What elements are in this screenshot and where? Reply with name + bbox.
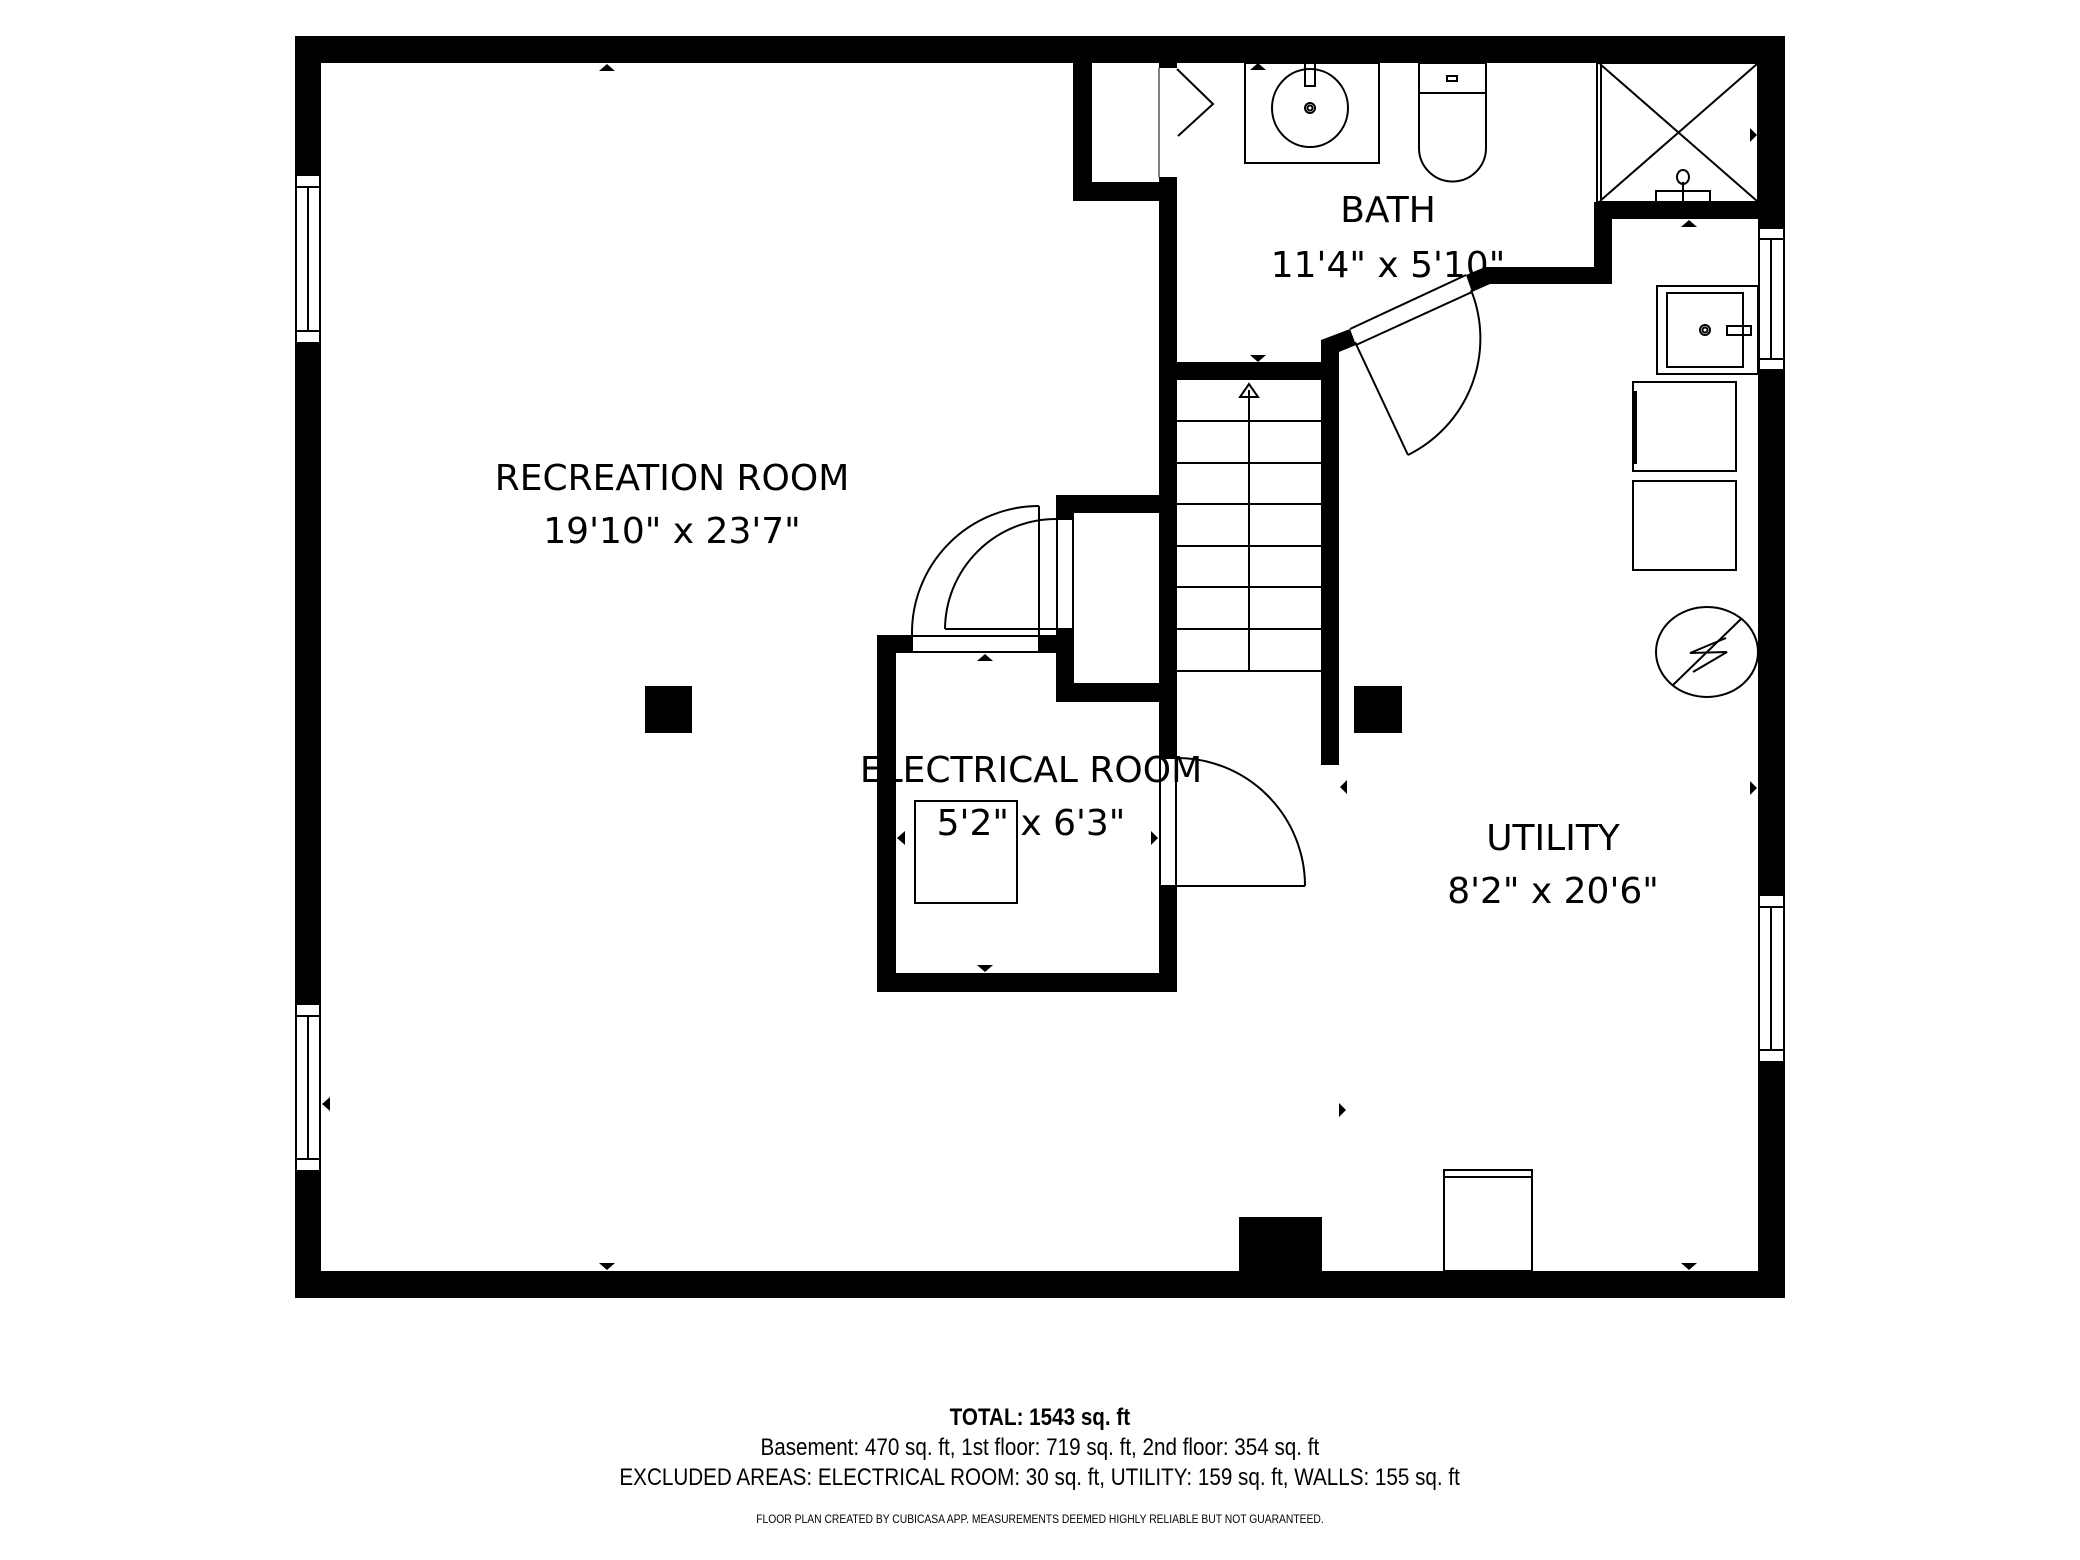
measurement-markers [322, 63, 1757, 1270]
disclaimer: FLOOR PLAN CREATED BY CUBICASA APP. MEAS… [0, 1512, 2080, 1526]
room-name-electrical: ELECTRICAL ROOM [860, 750, 1202, 791]
room-dimensions-recreation: 19'10" x 23'7" [543, 511, 800, 552]
bath-door [1349, 274, 1482, 456]
room-name-recreation: RECREATION ROOM [495, 458, 850, 499]
doors [910, 68, 1482, 887]
room-dimensions-bath: 11'4" x 5'10" [1271, 245, 1506, 286]
vanity-sink-icon [1244, 62, 1380, 164]
fixtures [645, 62, 1759, 1272]
window-right-upper [1758, 227, 1785, 371]
room-dimensions-utility: 8'2" x 20'6" [1447, 871, 1659, 912]
excluded-areas-text: EXCLUDED AREAS: ELECTRICAL ROOM: 30 sq. … [619, 1464, 1461, 1491]
shower-icon [1596, 62, 1759, 203]
windows [295, 174, 1785, 1172]
window-left-lower [295, 1003, 321, 1172]
electrical-box-icon [914, 800, 1018, 904]
total-area: TOTAL: 1543 sq. ft [0, 1404, 2080, 1432]
room-labels: RECREATION ROOM 19'10" x 23'7" BATH 11'4… [495, 190, 1659, 912]
room-name-bath: BATH [1340, 190, 1436, 231]
room-name-utility: UTILITY [1486, 818, 1621, 859]
interior-walls [877, 36, 1758, 992]
disclaimer-text: FLOOR PLAN CREATED BY CUBICASA APP. MEAS… [756, 1512, 1324, 1526]
toilet-icon [1418, 62, 1487, 183]
dryer-icon [1632, 480, 1737, 571]
closet-door [944, 518, 1074, 630]
water-heater-icon [1655, 606, 1759, 698]
floor-areas-text: Basement: 470 sq. ft, 1st floor: 719 sq.… [760, 1434, 1320, 1461]
electrical-door-top [910, 505, 1040, 653]
utility-door [1159, 757, 1306, 887]
support-column [645, 686, 692, 733]
exterior-walls [295, 36, 1785, 1298]
washer-icon [1632, 381, 1737, 472]
support-column [1354, 686, 1402, 733]
utility-sink-icon [1656, 285, 1759, 375]
window-left-upper [295, 174, 321, 344]
chimney-block [1239, 1217, 1322, 1272]
sump-box-icon [1443, 1169, 1533, 1272]
stairs [1177, 382, 1321, 672]
bifold-door [1158, 68, 1215, 177]
excluded-areas: EXCLUDED AREAS: ELECTRICAL ROOM: 30 sq. … [0, 1464, 2080, 1492]
total-area-text: TOTAL: 1543 sq. ft [949, 1404, 1131, 1431]
stairs-up-arrow-icon [1238, 382, 1260, 398]
window-right-lower [1758, 894, 1785, 1063]
floor-areas: Basement: 470 sq. ft, 1st floor: 719 sq.… [0, 1434, 2080, 1462]
room-dimensions-electrical: 5'2" x 6'3" [937, 803, 1126, 844]
